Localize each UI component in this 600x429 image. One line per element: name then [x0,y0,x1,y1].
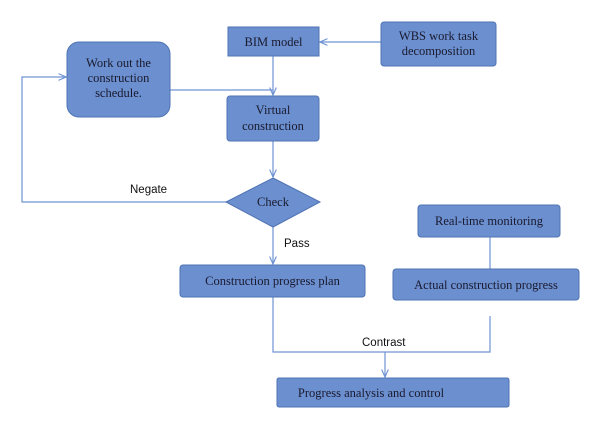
node-progress-plan: Construction progress plan [179,264,366,298]
node-virtual-line2: construction [242,119,305,133]
node-analysis-label: Progress analysis and control [298,386,445,400]
node-progress-plan-label: Construction progress plan [205,274,340,288]
node-bim-model-label: BIM model [245,35,304,49]
node-schedule: Work out the construction schedule. [66,41,171,118]
node-schedule-line1: Work out the [86,56,151,70]
edge-contrast-line [272,297,491,353]
node-wbs-line1: WBS work task [399,29,479,43]
node-schedule-line3: schedule. [95,86,142,100]
node-virtual-line1: Virtual [256,103,291,117]
node-wbs: WBS work task decomposition [380,21,497,67]
edge-negate-feedback [21,77,227,203]
node-check-label: Check [257,195,290,209]
edge-label-pass: Pass [284,238,310,250]
node-monitoring-label: Real-time monitoring [435,214,544,228]
node-analysis-control: Progress analysis and control [276,377,510,408]
node-real-time-monitoring: Real-time monitoring [417,204,561,238]
node-check: Check [224,177,322,228]
node-schedule-line2: construction [88,71,151,85]
node-wbs-line2: decomposition [402,44,476,58]
node-virtual-construction: Virtual construction [226,95,320,142]
edge-label-contrast: Contrast [362,337,406,349]
node-actual-progress-label: Actual construction progress [414,278,558,292]
edge-label-negate: Negate [130,184,167,196]
node-actual-progress: Actual construction progress [392,268,580,301]
node-bim-model: BIM model [227,26,320,57]
